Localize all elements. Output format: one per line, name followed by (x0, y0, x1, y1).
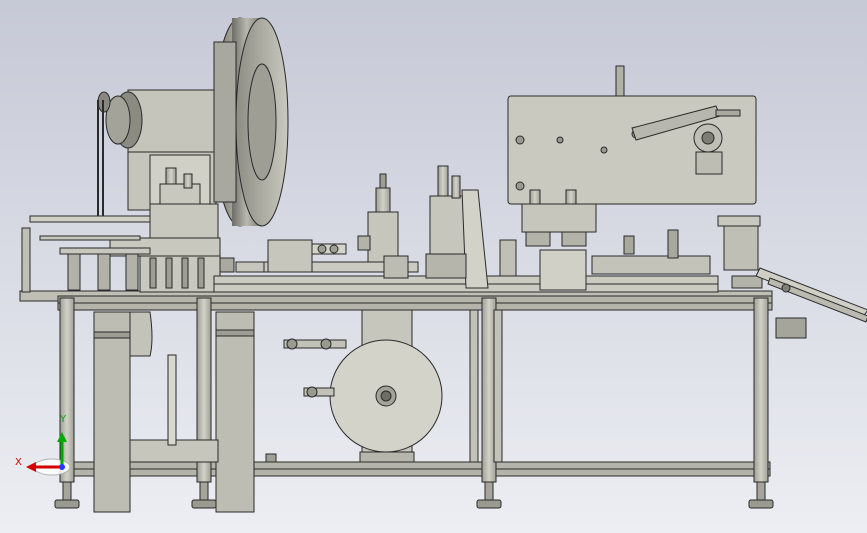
die-station (21, 167, 267, 293)
leveling-feet (54, 481, 774, 509)
press-base (93, 311, 277, 513)
discharge-chute (755, 267, 867, 339)
coordinate-triad (26, 432, 71, 476)
winding-reel (283, 309, 443, 463)
y-axis-label: Y (60, 414, 67, 425)
control-cabinet (507, 65, 757, 205)
middle-station-b (357, 173, 409, 279)
x-axis-label: X (15, 457, 22, 468)
middle-station-a (267, 239, 347, 273)
middle-station-c (425, 165, 517, 289)
right-stations (521, 189, 763, 291)
z-axis-dot (59, 464, 65, 470)
